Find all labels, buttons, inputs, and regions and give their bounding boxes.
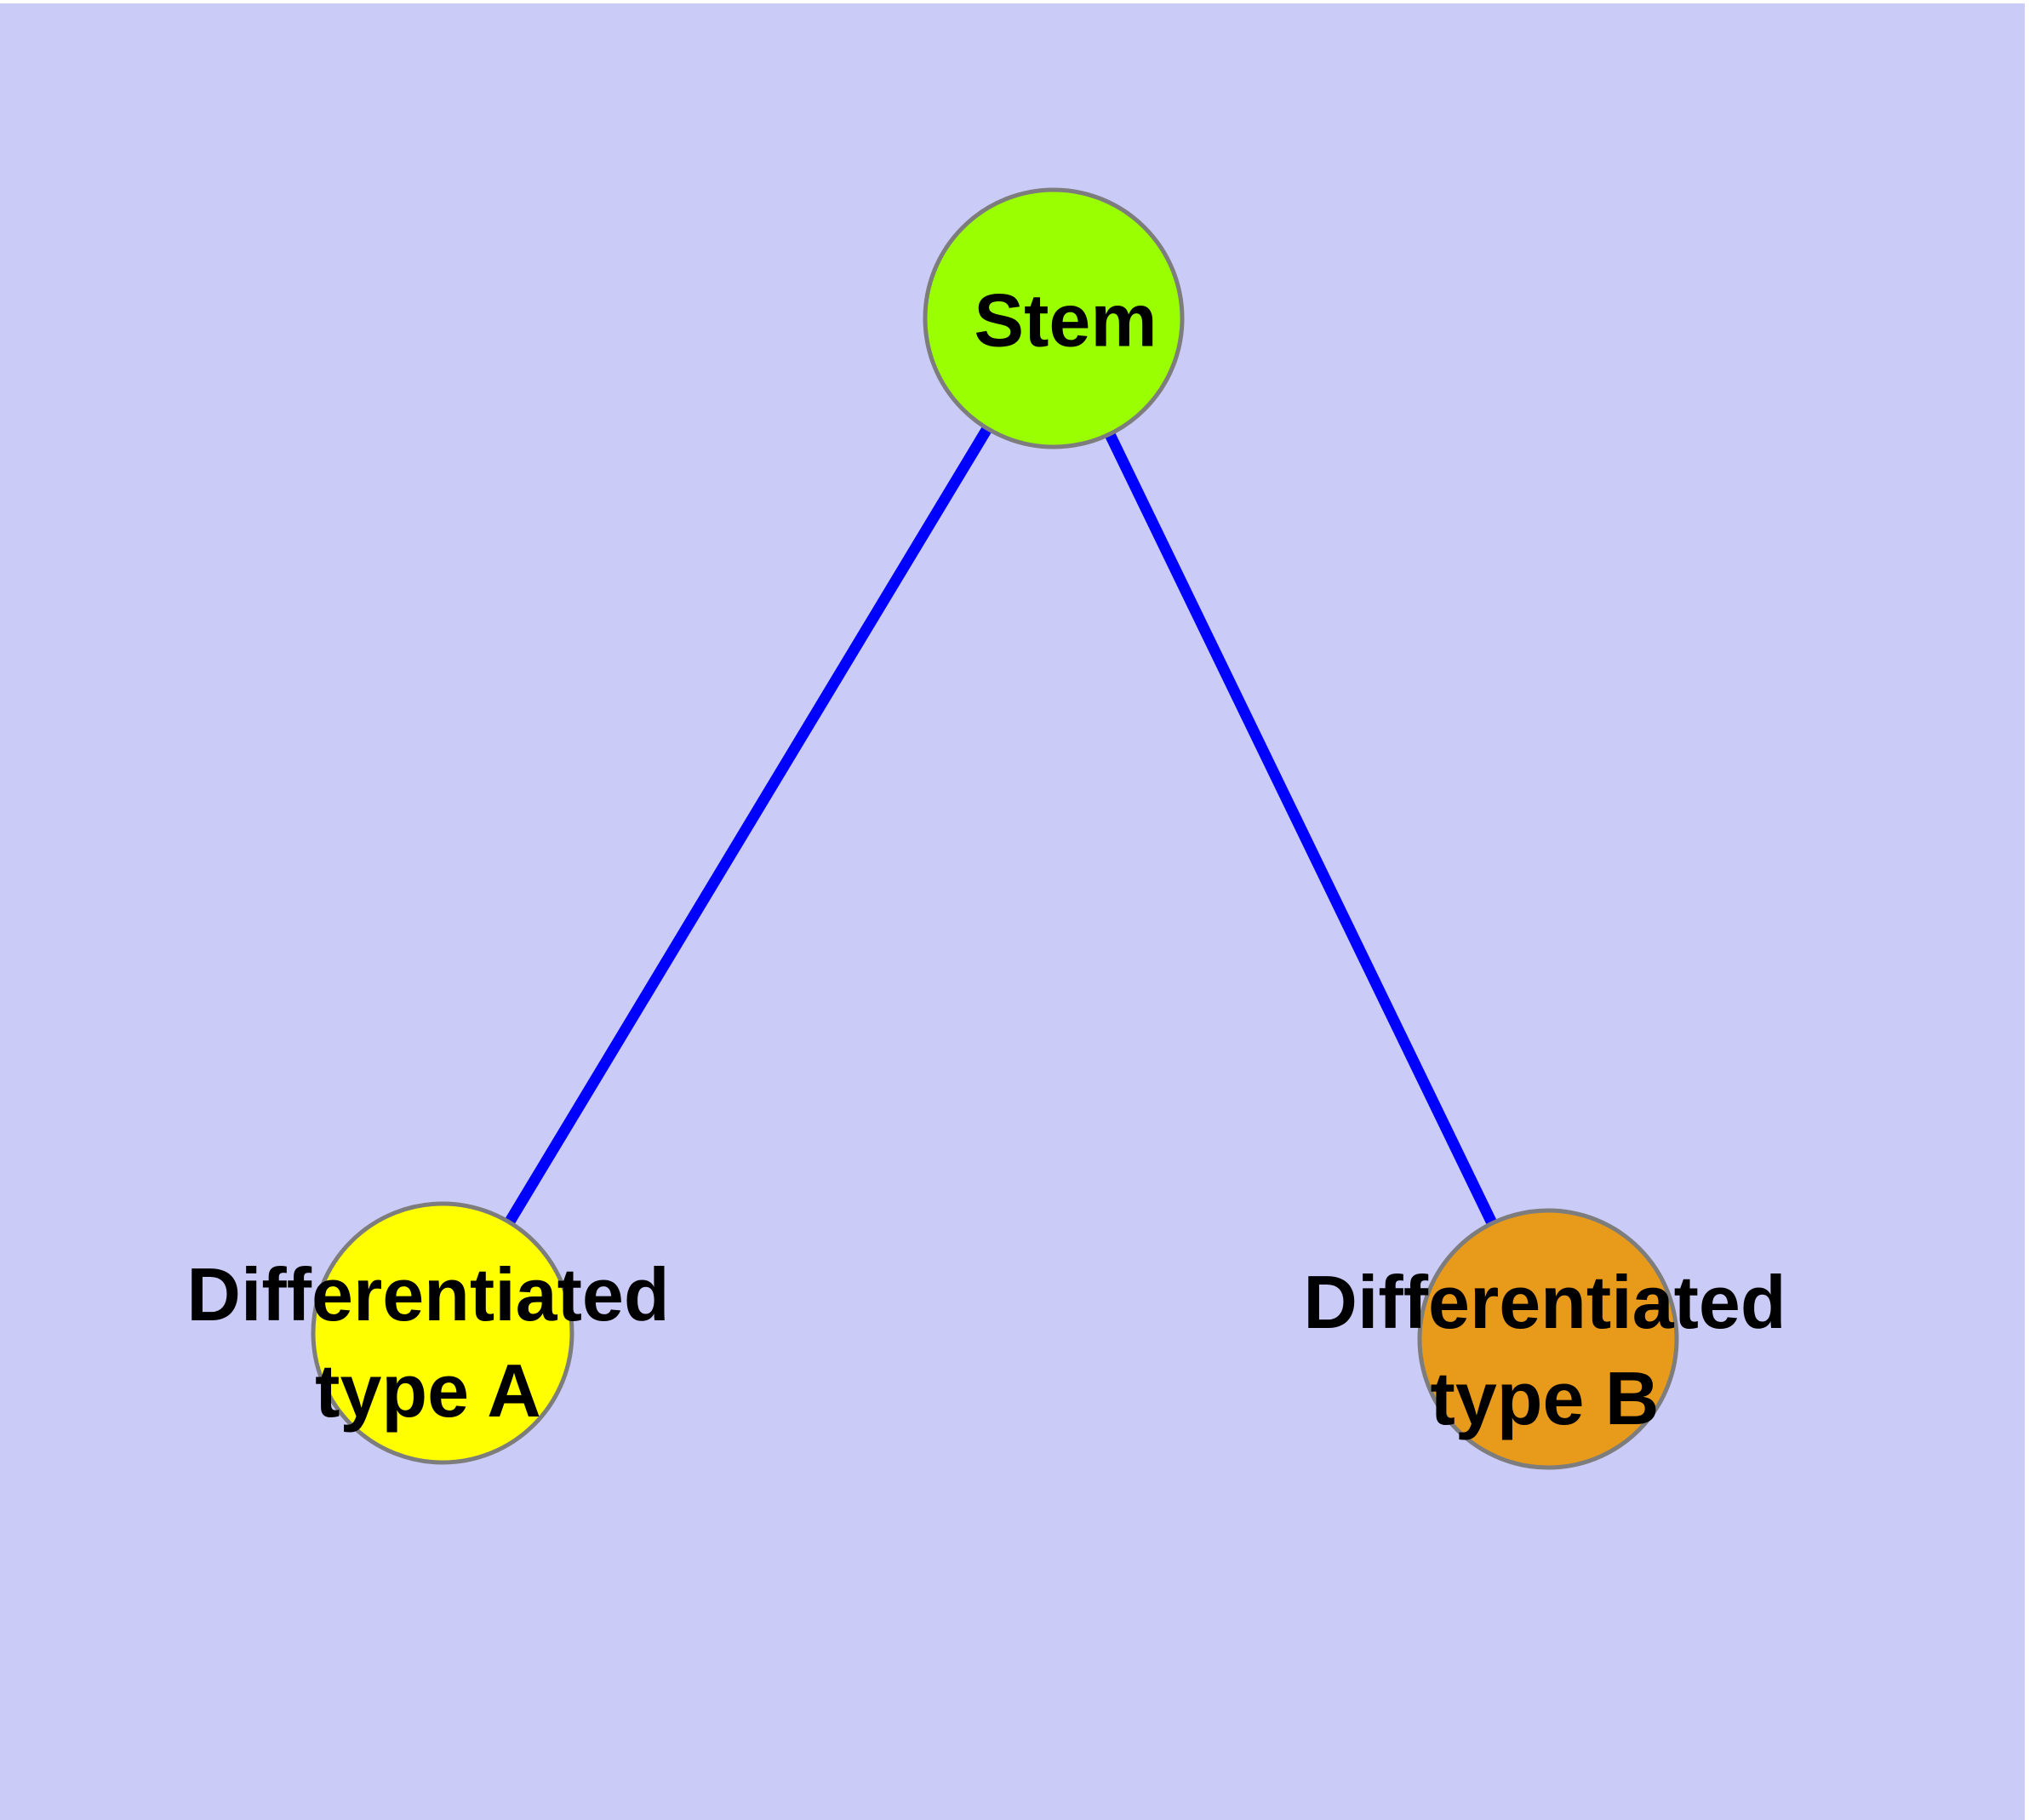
type-a-label-line-1: Differentiated	[186, 1252, 670, 1336]
differentiated-type-a-node-label: Differentiated type A	[186, 1246, 669, 1439]
type-a-label-line-2: type A	[315, 1348, 541, 1433]
differentiated-type-a-node	[311, 1201, 574, 1465]
type-b-label-line-2: type B	[1430, 1356, 1660, 1440]
stem-node	[923, 187, 1185, 449]
edge-stem-to-type-b	[1049, 316, 1553, 1342]
differentiated-type-b-node	[1417, 1208, 1679, 1470]
differentiated-type-b-node-label: Differentiated type B	[1303, 1254, 1786, 1446]
edge-stem-to-type-a	[437, 315, 1059, 1336]
stem-node-label: Stem	[974, 278, 1157, 363]
type-b-label-line-1: Differentiated	[1303, 1260, 1786, 1344]
